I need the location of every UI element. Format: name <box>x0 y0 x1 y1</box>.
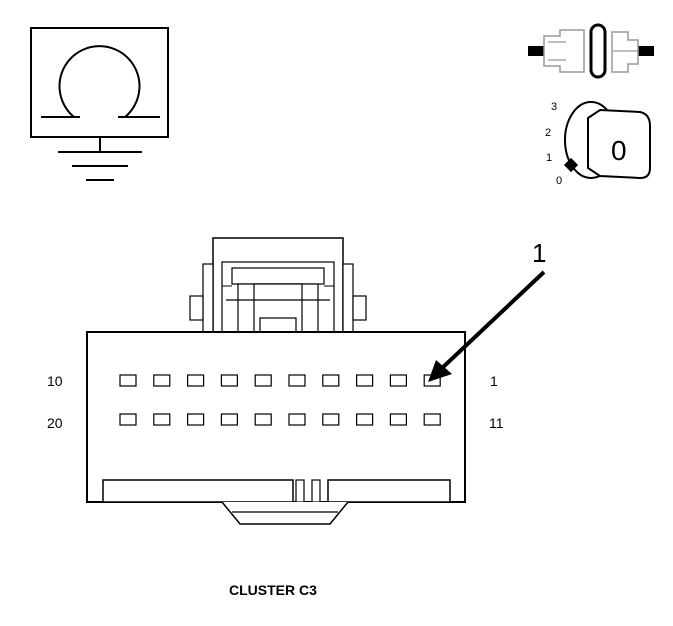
pin-cavity <box>389 413 407 426</box>
row2-left-pin-label: 20 <box>47 415 63 431</box>
pin-cavity <box>254 374 272 387</box>
pin-cavity <box>119 374 137 387</box>
connector-caption: CLUSTER C3 <box>229 582 317 598</box>
callout-arrow <box>428 270 546 382</box>
ignition-position-3: 3 <box>551 101 557 113</box>
pin-cavity <box>288 413 306 426</box>
pin-cavity <box>423 413 441 426</box>
pin-cavity <box>254 413 272 426</box>
pin-cavity <box>389 374 407 387</box>
ignition-key-label: 0 <box>611 135 627 166</box>
pin-cavity <box>220 413 238 426</box>
connector-latch <box>189 237 367 333</box>
pin-cavity <box>187 374 205 387</box>
ohmmeter-ground-icon <box>30 27 169 181</box>
row1-left-pin-label: 10 <box>47 373 63 389</box>
row2-right-pin-label: 11 <box>489 415 504 431</box>
pin-cavity <box>356 374 374 387</box>
pin-cavity <box>153 413 171 426</box>
pin-cavity <box>322 413 340 426</box>
pin-cavity <box>119 413 137 426</box>
pin-cavity <box>322 374 340 387</box>
ignition-position-2: 2 <box>545 127 551 139</box>
pin-cavity <box>356 413 374 426</box>
pin-cavity <box>220 374 238 387</box>
connector-disconnect-icon <box>528 23 654 79</box>
pin-cavity <box>187 413 205 426</box>
cluster-connector <box>86 237 466 525</box>
row1-right-pin-label: 1 <box>490 373 498 389</box>
pin-cavity <box>288 374 306 387</box>
pin-cavity <box>153 374 171 387</box>
ignition-position-1: 1 <box>546 152 552 164</box>
ignition-position-0: 0 <box>556 175 562 187</box>
pin-cavities <box>119 374 441 426</box>
ignition-key-icon: 3 2 1 0 0 <box>545 101 651 187</box>
callout-number: 1 <box>532 238 546 268</box>
